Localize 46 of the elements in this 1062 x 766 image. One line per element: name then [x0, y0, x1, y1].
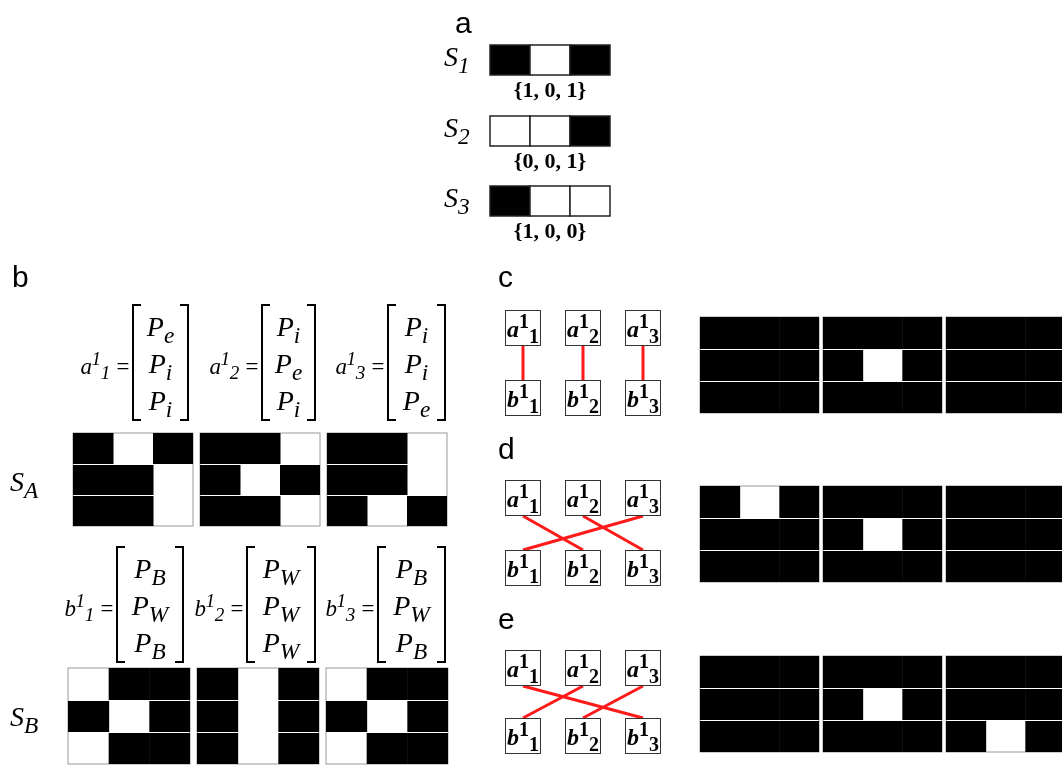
- connector-line: [581, 346, 585, 380]
- equation-lhs: a$^{1}$$_{1}$ =: [80, 348, 130, 382]
- equation-lhs: a$^{1}$$_{3}$ =: [335, 348, 385, 382]
- connector-line: [582, 514, 644, 552]
- panel-letter: e: [498, 604, 515, 634]
- matrix-entry: P$_{e}$: [402, 387, 431, 421]
- matrix-entry: P$_{i}$: [148, 350, 173, 384]
- matrix-entry: P$_{W}$: [262, 592, 300, 626]
- connector-line: [522, 514, 584, 552]
- matrix-entry: P$_{e}$: [146, 313, 175, 347]
- connector-line: [522, 684, 584, 720]
- connector-line: [522, 514, 644, 552]
- binary-set: {1, 0, 0}: [513, 220, 587, 242]
- matrix-entry: P$_{W}$: [131, 592, 169, 626]
- binary-set: {0, 0, 1}: [513, 150, 587, 172]
- panel-letter: b: [12, 262, 29, 292]
- matrix-entry: P$_{i}$: [276, 313, 301, 347]
- sequence-name: S$_{2}$: [444, 114, 470, 148]
- equation-lhs: b$^{1}$$_{2}$ =: [194, 590, 244, 624]
- grid-name: S$_{A}$: [10, 468, 39, 502]
- matrix-entry: P$_{B}$: [395, 629, 428, 663]
- connector-line: [522, 684, 644, 720]
- matrix-entry: P$_{i}$: [404, 313, 429, 347]
- equation-lhs: b$^{1}$$_{3}$ =: [325, 590, 375, 624]
- matrix-entry: P$_{B}$: [134, 555, 166, 589]
- equation-lhs: b$^{1}$$_{1}$ =: [64, 590, 114, 624]
- equation-lhs: a$^{1}$$_{2}$ =: [209, 348, 259, 382]
- connector-line: [521, 346, 525, 380]
- matrix-entry: P$_{B}$: [134, 629, 166, 663]
- sequence-name: S$_{3}$: [444, 184, 470, 218]
- matrix-entry: P$_{i}$: [148, 387, 173, 421]
- panel-letter: d: [498, 434, 515, 464]
- matrix-entry: P$_{W}$: [393, 592, 430, 626]
- matrix-entry: P$_{i}$: [404, 350, 429, 384]
- matrix-entry: P$_{W}$: [262, 555, 300, 589]
- grid-name: S$_{B}$: [10, 703, 39, 737]
- connector-line: [641, 346, 645, 380]
- matrix-entry: P$_{e}$: [274, 350, 303, 384]
- matrix-entry: P$_{W}$: [262, 629, 300, 663]
- matrix-entry: P$_{B}$: [395, 555, 428, 589]
- panel-letter: a: [455, 8, 472, 38]
- matrix-entry: P$_{i}$: [276, 387, 301, 421]
- panel-letter: c: [498, 262, 513, 292]
- sequence-name: S$_{1}$: [444, 43, 470, 77]
- connector-line: [582, 684, 644, 720]
- binary-set: {1, 0, 1}: [513, 79, 587, 101]
